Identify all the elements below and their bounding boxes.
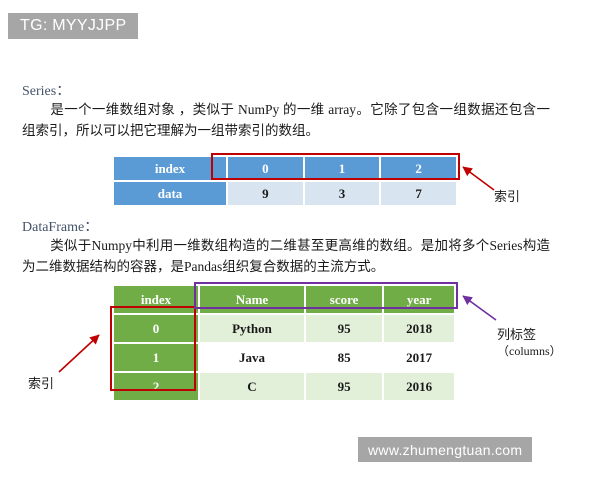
dataframe-paragraph-text: 类似于Numpy中利用一维数组构造的二维甚至更高维的数组。是加将多个Series… [22, 238, 550, 274]
dataframe-heading: DataFrame： [22, 220, 99, 235]
series-index-label: index [114, 157, 226, 180]
series-data-cell-1: 3 [304, 182, 380, 205]
dataframe-cell-0-name: Python [200, 315, 304, 342]
dataframe-cell-0-score: 95 [305, 315, 383, 342]
dataframe-table: index Name score year 0 Python 95 2018 1… [112, 284, 456, 402]
table-row: index 0 1 2 [114, 157, 456, 180]
series-data-cell-2: 7 [381, 182, 456, 205]
arrow-dataframe-columns [462, 295, 497, 321]
label-dataframe-columns-main: 列标签 [497, 327, 537, 342]
dataframe-index-header: index [114, 286, 198, 313]
series-table: index 0 1 2 data 9 3 7 [112, 155, 458, 207]
dataframe-cell-1-score: 85 [305, 344, 383, 371]
dataframe-index-0: 0 [114, 315, 198, 342]
label-series-index: 索引 [494, 189, 521, 204]
dataframe-cell-2-year: 2016 [384, 373, 454, 400]
watermark-top: TG: MYYJJPP [8, 13, 139, 39]
series-index-cell-1: 1 [304, 157, 380, 180]
series-paragraph: 是一个一维数组对象 ，类似于 NumPy 的一维 array。它除了包含一组数据… [22, 99, 550, 141]
arrow-dataframe-index [58, 334, 100, 373]
series-heading: Series： [22, 84, 71, 99]
highlight-box-dataframe-index [110, 306, 196, 391]
dataframe-cell-1-name: Java [200, 344, 304, 371]
table-row: 2 C 95 2016 [114, 373, 454, 400]
dataframe-cell-2-score: 95 [305, 373, 383, 400]
watermark-bottom: www.zhumengtuan.com [358, 437, 533, 462]
table-row: 0 Python 95 2018 [114, 315, 454, 342]
label-dataframe-columns: 列标签 （columns） [497, 326, 562, 360]
arrow-series-index [462, 166, 495, 191]
dataframe-index-1: 1 [114, 344, 198, 371]
dataframe-cell-2-name: C [200, 373, 304, 400]
series-paragraph-text: 是一个一维数组对象 ，类似于 NumPy 的一维 array。它除了包含一组数据… [22, 102, 550, 138]
dataframe-cell-0-year: 2018 [384, 315, 454, 342]
highlight-box-series-index [211, 153, 460, 180]
table-row: 1 Java 85 2017 [114, 344, 454, 371]
series-data-cell-0: 9 [228, 182, 303, 205]
label-dataframe-columns-sub: （columns） [497, 344, 562, 358]
dataframe-index-2: 2 [114, 373, 198, 400]
highlight-box-dataframe-columns [194, 282, 458, 309]
series-index-cell-0: 0 [228, 157, 303, 180]
table-row: data 9 3 7 [114, 182, 456, 205]
series-data-label: data [114, 182, 226, 205]
series-index-cell-2: 2 [381, 157, 456, 180]
dataframe-cell-1-year: 2017 [384, 344, 454, 371]
label-dataframe-index: 索引 [28, 376, 55, 391]
dataframe-paragraph: 类似于Numpy中利用一维数组构造的二维甚至更高维的数组。是加将多个Series… [22, 235, 550, 277]
